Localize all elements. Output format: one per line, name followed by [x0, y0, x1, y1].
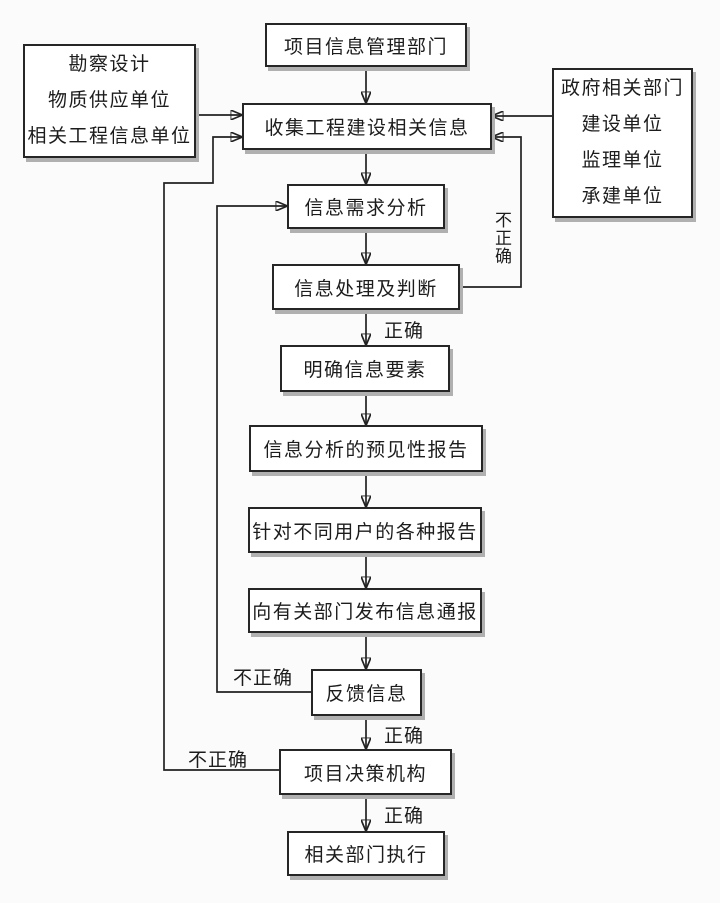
edge-feedback-incorrect-to-demand	[216, 206, 311, 693]
label-incorrect-feedback: 不正确	[233, 668, 294, 689]
node-label-line: 勘察设计	[68, 54, 151, 75]
node-label: 项目决策机构	[303, 763, 427, 785]
node-label: 项目信息管理部门	[283, 36, 448, 58]
node-user-reports: 针对不同用户的各种报告	[248, 507, 482, 553]
node-label: 信息需求分析	[304, 198, 428, 219]
node-clarify-elements: 明确信息要素	[280, 345, 450, 392]
node-label: 信息处理及判断	[294, 278, 438, 300]
node-feedback: 反馈信息	[311, 669, 422, 716]
node-label-line: 建设单位	[581, 114, 664, 135]
node-label-line: 监理单位	[581, 150, 664, 171]
node-predictive-report: 信息分析的预见性报告	[249, 425, 483, 472]
node-project-info-dept: 项目信息管理部门	[265, 23, 467, 67]
node-label-line: 物质供应单位	[47, 90, 171, 111]
node-label: 收集工程建设相关信息	[264, 118, 470, 139]
node-label: 反馈信息	[325, 684, 408, 705]
node-demand-analysis: 信息需求分析	[287, 184, 445, 229]
node-label-line: 相关工程信息单位	[27, 126, 192, 147]
edge-process-incorrect-to-collect	[460, 137, 522, 288]
node-collect-info: 收集工程建设相关信息	[242, 103, 492, 150]
node-decision-body: 项目决策机构	[279, 749, 452, 795]
node-right-sources: 政府相关部门 建设单位 监理单位 承建单位	[552, 68, 693, 218]
label-incorrect-process: 不正确	[492, 211, 511, 265]
node-label: 相关部门执行	[304, 845, 428, 866]
label-correct-feedback: 正确	[384, 726, 425, 747]
node-processing-judgment: 信息处理及判断	[272, 264, 460, 310]
label-correct-decision: 正确	[384, 806, 425, 827]
node-label-line: 政府相关部门	[560, 78, 684, 99]
node-label: 针对不同用户的各种报告	[252, 521, 478, 543]
label-correct-process: 正确	[384, 321, 425, 342]
node-label-line: 承建单位	[581, 186, 664, 207]
edge-decision-incorrect-to-collect	[163, 137, 279, 771]
node-notify-departments: 向有关部门发布信息通报	[248, 588, 482, 633]
node-left-sources: 勘察设计 物质供应单位 相关工程信息单位	[23, 44, 196, 158]
node-label: 信息分析的预见性报告	[263, 440, 469, 461]
node-label: 明确信息要素	[303, 360, 427, 381]
node-label: 向有关部门发布信息通报	[252, 602, 478, 623]
node-execution: 相关部门执行	[287, 831, 445, 876]
label-incorrect-decision: 不正确	[188, 750, 249, 771]
